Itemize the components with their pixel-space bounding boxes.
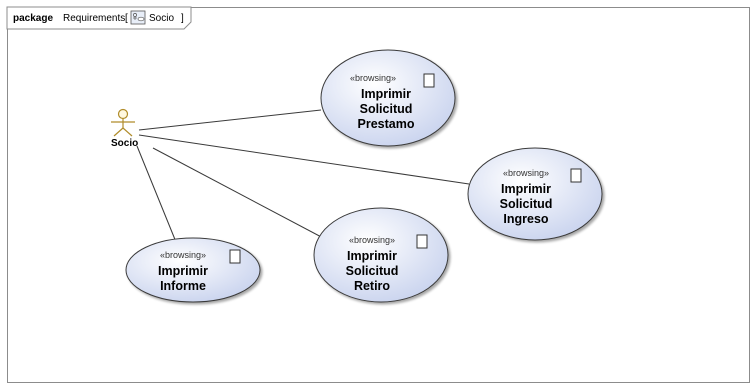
use-case-stereotype: «browsing» xyxy=(160,250,206,260)
use-case-name-line: Imprimir xyxy=(501,182,551,196)
frame-diagram-ref: Socio xyxy=(149,13,174,24)
use-case-imprimir-solicitud-retiro[interactable]: «browsing» Imprimir Solicitud Retiro xyxy=(313,207,449,303)
association-line[interactable] xyxy=(152,147,328,241)
use-case-name-line: Retiro xyxy=(354,279,390,293)
use-case-stereotype: «browsing» xyxy=(349,235,395,245)
frame-keyword: package xyxy=(13,13,53,24)
use-case-name-line: Solicitud xyxy=(346,264,399,278)
stick-figure-actor-icon xyxy=(111,108,135,137)
use-case-name-line: Informe xyxy=(160,279,206,293)
use-case-icon xyxy=(423,73,435,88)
use-case-icon xyxy=(570,168,582,183)
associations xyxy=(136,109,470,243)
association-line[interactable] xyxy=(136,145,177,243)
use-case-name-line: Imprimir xyxy=(158,264,208,278)
use-case-name-line: Ingreso xyxy=(503,212,549,226)
use-case-diagram-icon xyxy=(130,10,146,25)
diagram-frame xyxy=(7,7,750,383)
actor-socio[interactable]: Socio xyxy=(111,108,138,150)
use-case-imprimir-solicitud-prestamo[interactable]: «browsing» Imprimir Solicitud Prestamo xyxy=(320,49,456,147)
use-case-name-line: Prestamo xyxy=(358,117,415,131)
use-case-imprimir-solicitud-ingreso[interactable]: «browsing» Imprimir Solicitud Ingreso xyxy=(467,147,603,241)
use-case-stereotype: «browsing» xyxy=(350,73,396,83)
frame-bracket-close: ] xyxy=(181,13,184,24)
use-case-icon xyxy=(416,234,428,249)
frame-bracket-open: [ xyxy=(125,13,128,24)
frame-tab: package Requirements [ Socio ] xyxy=(6,6,192,30)
use-case-imprimir-informe[interactable]: «browsing» Imprimir Informe xyxy=(125,237,261,303)
use-case-name-line: Solicitud xyxy=(500,197,553,211)
actor-name: Socio xyxy=(111,138,138,149)
use-case-name-line: Solicitud xyxy=(360,102,413,116)
association-line[interactable] xyxy=(138,134,470,185)
use-case-stereotype: «browsing» xyxy=(503,168,549,178)
use-case-name-line: Imprimir xyxy=(361,87,411,101)
use-case-icon xyxy=(229,249,241,264)
frame-name: Requirements xyxy=(63,13,125,24)
use-case-name-line: Imprimir xyxy=(347,249,397,263)
association-line[interactable] xyxy=(138,109,322,131)
